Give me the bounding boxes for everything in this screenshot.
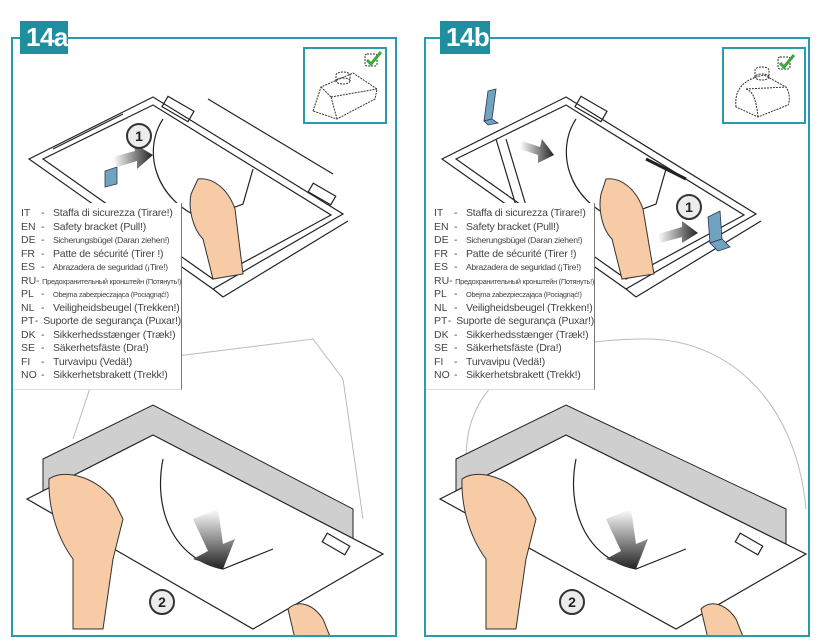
legend-row-nl: NL-Veiligheidsbeugel (Trekken!): [21, 301, 180, 314]
legend-row-it: IT-Staffa di sicurezza (Tirare!): [434, 207, 586, 219]
legend-row-dk: DK-Sikkerhedsstænger (Træk!): [434, 328, 589, 341]
legend-row-ru: RU-Предохранительный кронштейн (Потянуть…: [434, 274, 594, 287]
hood-type-thumbnail-a: [303, 47, 387, 124]
legend-row-nl: NL-Veiligheidsbeugel (Trekken!): [434, 301, 593, 314]
legend-row-pt: PT-Suporte de segurança (Puxar!): [21, 315, 181, 327]
panel-14a: IT-Staffa di sicurezza (Tirare!) EN-Safe…: [11, 37, 397, 637]
legend-row-de: DE-Sicherungsbügel (Daran ziehen!): [21, 234, 170, 246]
checkmark-icon: [778, 54, 796, 70]
step-label-14a: 14a: [20, 21, 68, 54]
hand-left-icon: [461, 473, 537, 630]
legend-row-pl: PL-Obejma zabezpieczająca (Pociągnąć!): [434, 288, 582, 300]
legend-row-pt: PT-Suporte de segurança (Puxar!): [434, 315, 594, 327]
hood-body-ghost: [465, 338, 807, 510]
hand-icon: [599, 178, 655, 280]
safety-bracket-b: [707, 210, 731, 252]
legend-row-ru: RU-Предохранительный кронштейн (Потянуть…: [21, 274, 181, 287]
arrow-pull-1: [113, 143, 153, 169]
legend-row-fr: FR-Patte de sécurité (Tirer !): [21, 247, 164, 260]
hand-right-icon: [700, 603, 743, 635]
step-label-14b: 14b: [440, 21, 490, 54]
rounded-hood-icon: [735, 54, 796, 118]
checkmark-icon: [365, 51, 383, 67]
legend-row-de: DE-Sicherungsbügel (Daran ziehen!): [434, 234, 583, 246]
legend-row-fi: FI-Turvavipu (Vedä!): [21, 355, 133, 368]
legend-row-es: ES-Abrazadera de seguridad (¡Tire!): [434, 261, 581, 273]
safety-bracket-legend-b: IT-Staffa di sicurezza (Tirare!) EN-Safe…: [426, 203, 595, 390]
hood-installation-illustration-b: [438, 88, 808, 635]
hood-installation-illustration-a: [25, 95, 385, 635]
hood-frame-top: [27, 95, 349, 298]
legend-row-dk: DK-Sikkerhedsstænger (Træk!): [21, 328, 176, 341]
legend-row-no: NO-Sikkerhetsbrakett (Trekk!): [21, 369, 168, 381]
legend-row-it: IT-Staffa di sicurezza (Tirare!): [21, 207, 173, 219]
legend-row-se: SE-Säkerhetsfäste (Dra!): [434, 342, 562, 354]
hand-right-icon: [287, 603, 330, 635]
hand-icon: [189, 178, 244, 280]
arrow-pull-1: [520, 139, 698, 243]
legend-row-fr: FR-Patte de sécurité (Tirer !): [434, 247, 577, 260]
step-number-2: 2: [559, 589, 585, 615]
safety-bracket-a: [104, 166, 118, 188]
legend-row-en: EN-Safety bracket (Pull!): [434, 220, 560, 233]
legend-row-no: NO-Sikkerhetsbrakett (Trekk!): [434, 369, 581, 381]
hood-type-thumbnail-b: [722, 47, 806, 124]
panel-14b: IT-Staffa di sicurezza (Tirare!) EN-Safe…: [424, 37, 810, 637]
legend-row-en: EN-Safety bracket (Pull!): [21, 220, 147, 233]
hand-left-icon: [48, 473, 124, 630]
legend-row-pl: PL-Obejma zabezpieczająca (Pociągnąć!): [21, 288, 169, 300]
step-number-1: 1: [676, 194, 702, 220]
step-number-1: 1: [126, 123, 152, 149]
safety-bracket-legend-a: IT-Staffa di sicurezza (Tirare!) EN-Safe…: [13, 203, 182, 390]
legend-row-se: SE-Säkerhetsfäste (Dra!): [21, 342, 149, 354]
rectangular-hood-icon: [312, 51, 383, 120]
legend-row-fi: FI-Turvavipu (Vedä!): [434, 355, 546, 368]
safety-bracket-removed: [483, 88, 500, 126]
arrow-push-2: [606, 509, 648, 569]
legend-row-es: ES-Abrazadera de seguridad (¡Tire!): [21, 261, 168, 273]
arrow-push-2: [193, 509, 235, 569]
step-number-2: 2: [149, 589, 175, 615]
